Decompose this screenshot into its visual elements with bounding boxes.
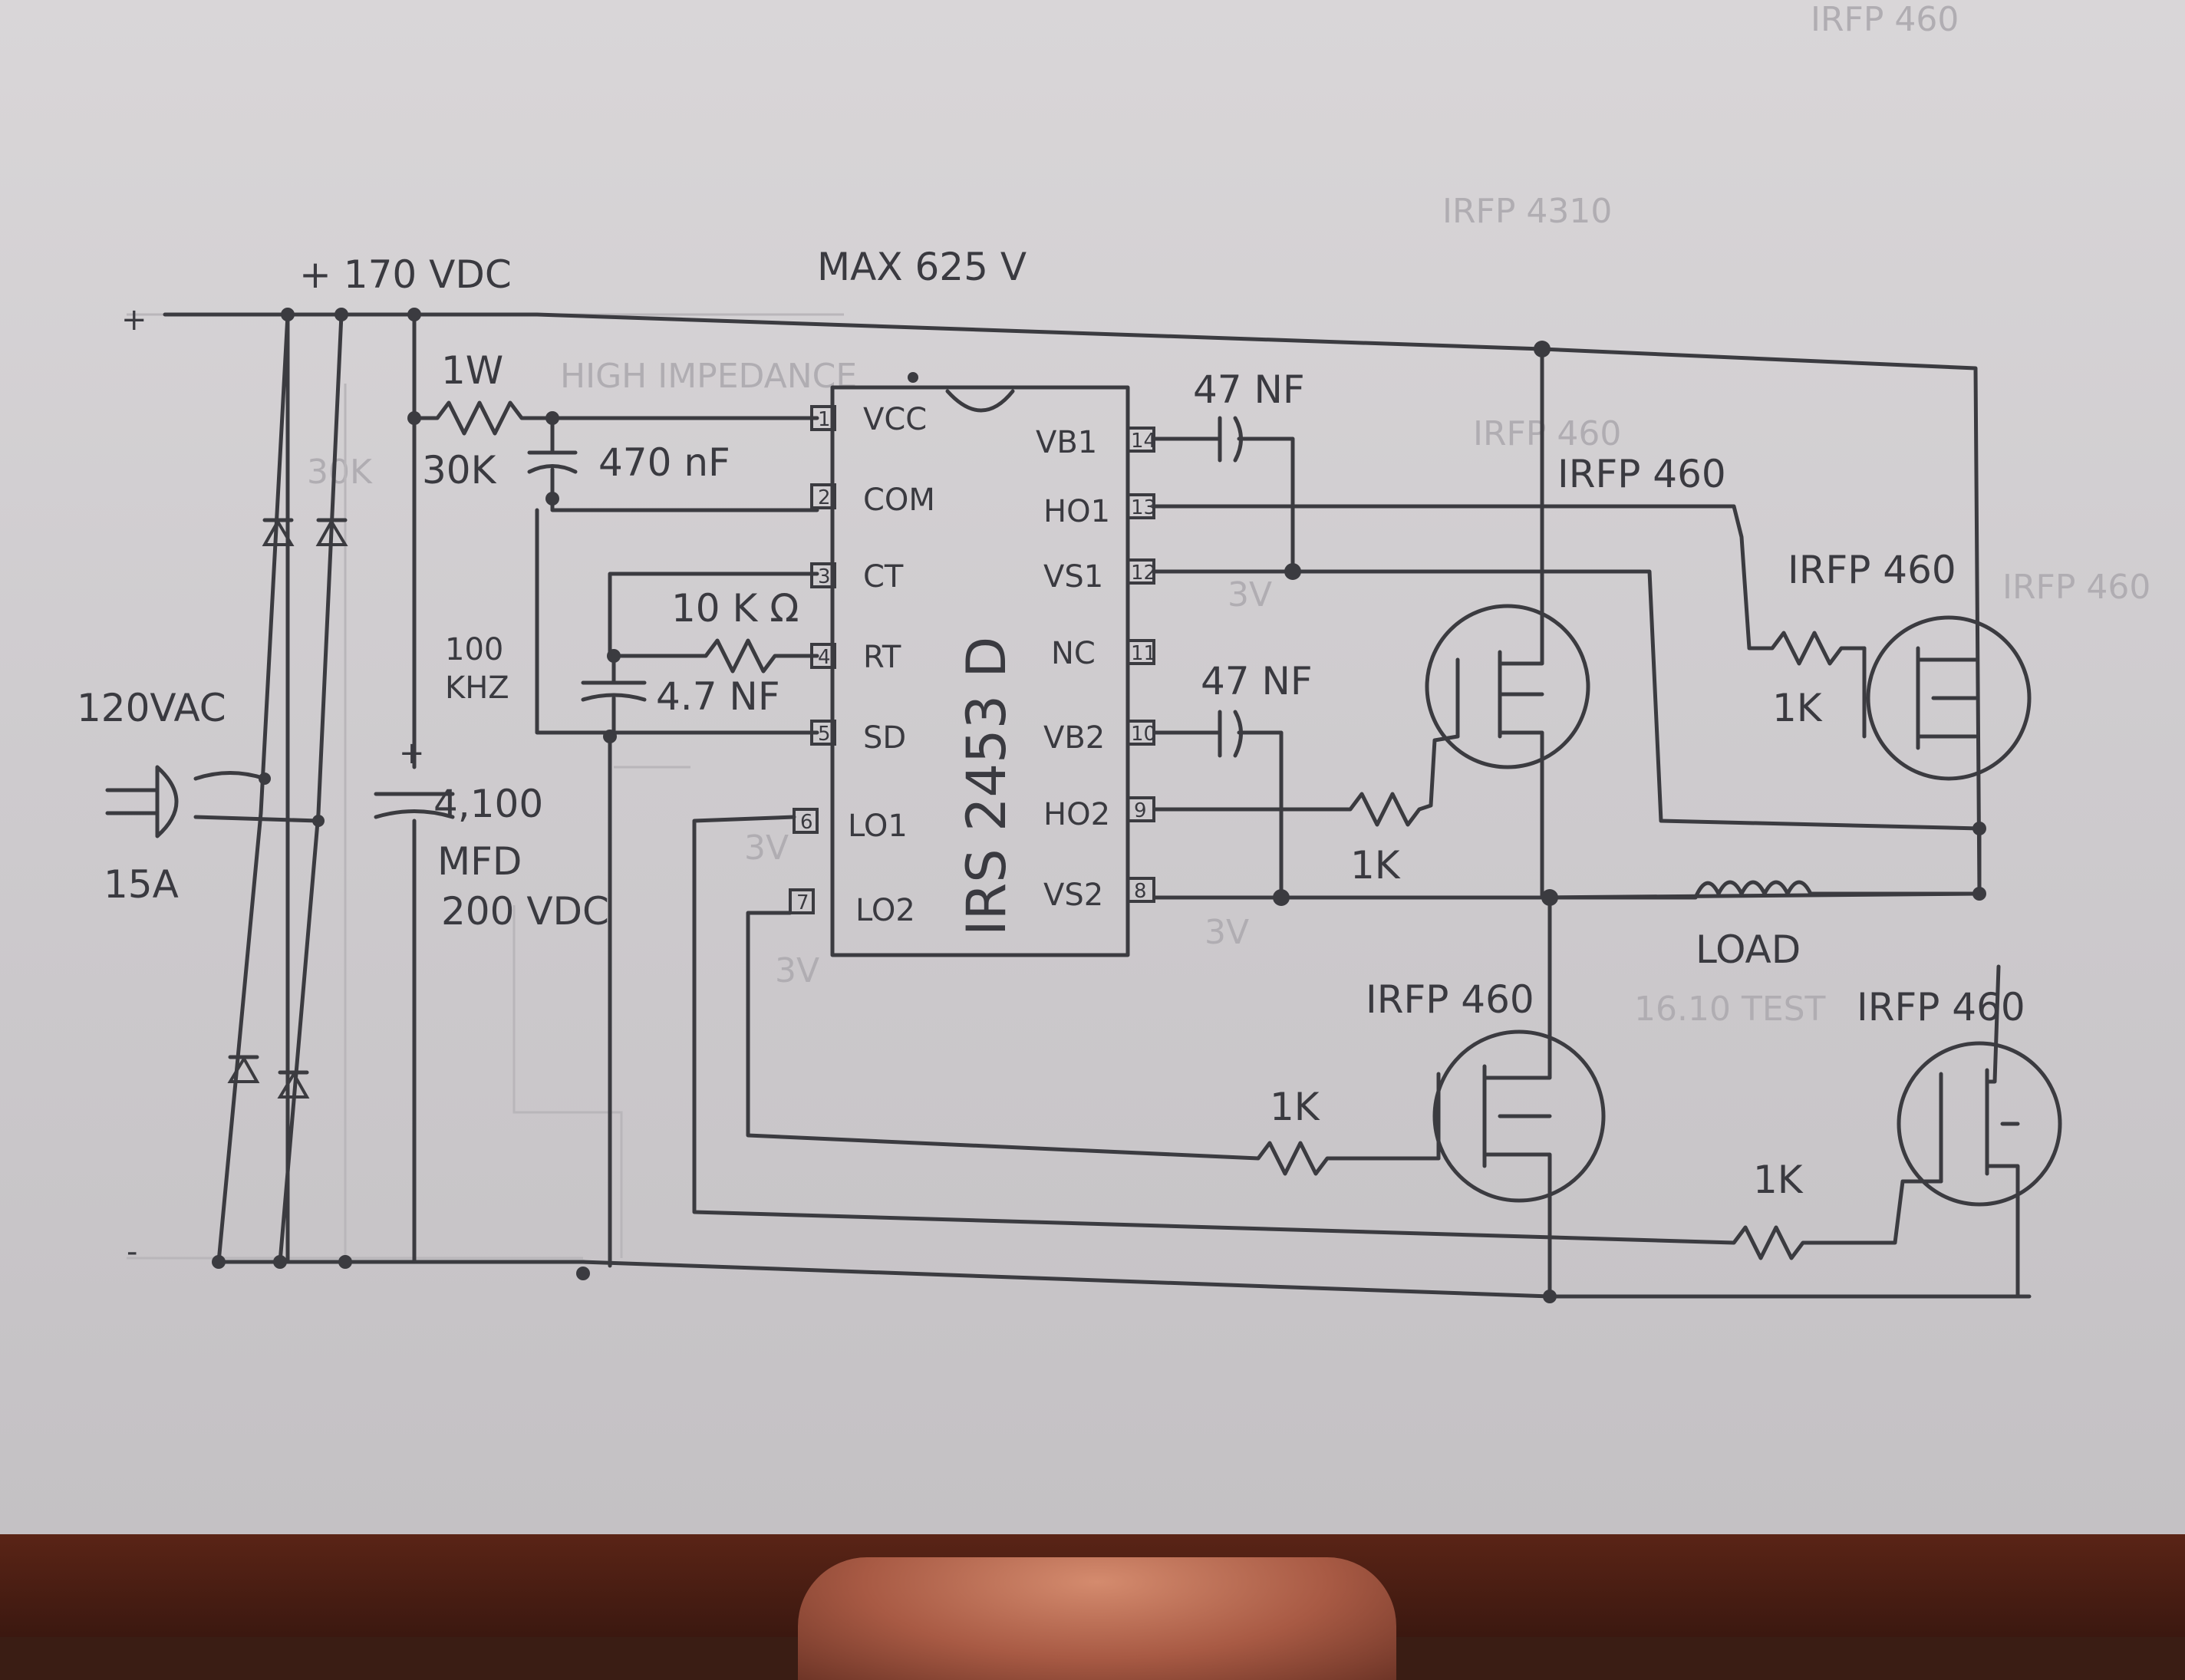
svg-text:14: 14 bbox=[1131, 430, 1156, 453]
svg-text:11: 11 bbox=[1131, 642, 1156, 665]
mosfet-q1-label: IRFP 460 bbox=[1557, 452, 1726, 496]
volt-mark-1: 3V bbox=[1228, 575, 1272, 614]
svg-text:COM: COM bbox=[863, 483, 935, 518]
bulk-capacitor bbox=[374, 792, 455, 819]
svg-text:13: 13 bbox=[1131, 496, 1156, 519]
svg-text:9: 9 bbox=[1134, 799, 1147, 822]
schematic-diagram: IRFP 460 IRFP 4310 HIGH IMPEDANCE 30K IR… bbox=[77, 0, 2150, 1303]
faint-label-irfp460-top: IRFP 460 bbox=[1811, 0, 1959, 39]
vb1-wire bbox=[1152, 416, 1295, 574]
freq-unit: KHZ bbox=[445, 670, 509, 706]
svg-text:2: 2 bbox=[818, 486, 831, 509]
mosfet-q2 bbox=[1862, 615, 2032, 781]
svg-text:VB2: VB2 bbox=[1043, 720, 1105, 756]
negative-rail bbox=[216, 1260, 2032, 1299]
ct-wire bbox=[608, 572, 819, 674]
mosfet-q4-label: IRFP 460 bbox=[1857, 985, 2025, 1029]
svg-text:4: 4 bbox=[818, 646, 831, 669]
bridge-wire-right bbox=[278, 312, 344, 1264]
timing-cap-label: 4.7 NF bbox=[656, 674, 780, 719]
vcc-resistor-power: 1W bbox=[441, 348, 503, 393]
svg-text:10: 10 bbox=[1131, 723, 1156, 746]
mug-object bbox=[798, 1557, 1396, 1680]
svg-text:1: 1 bbox=[818, 408, 831, 431]
faint-label-irfp4310: IRFP 4310 bbox=[1442, 192, 1612, 231]
mosfet-q1 bbox=[1425, 347, 1590, 900]
svg-text:CT: CT bbox=[863, 559, 904, 595]
gate-resistor-lo1-label: 1K bbox=[1753, 1158, 1804, 1202]
volt-mark-2: 3V bbox=[1205, 913, 1249, 952]
freq-value: 100 bbox=[445, 632, 503, 667]
gate-resistor-ho2-label: 1K bbox=[1350, 843, 1401, 888]
load-test-note: 16.10 TEST bbox=[1634, 990, 1826, 1029]
ic-right-pins: 14 VB1 13 HO1 12 VS1 11 NC 10 VB2 9 HO2 8 VS2 bbox=[1036, 425, 1156, 913]
vcc-resistor bbox=[412, 400, 819, 436]
bulk-cap-unit: MFD bbox=[437, 839, 522, 884]
ac-plug bbox=[105, 765, 325, 838]
faint-marks: IRFP 460 IRFP 4310 HIGH IMPEDANCE 30K IR… bbox=[127, 0, 2150, 1260]
plus-marker: + bbox=[121, 302, 147, 338]
timing-capacitor bbox=[581, 654, 647, 735]
svg-text:5: 5 bbox=[818, 723, 831, 746]
faint-note-high-impedance: HIGH IMPEDANCE bbox=[560, 357, 857, 396]
gate-resistor-lo2-label: 1K bbox=[1270, 1085, 1320, 1129]
svg-text:VB1: VB1 bbox=[1036, 425, 1097, 460]
ho2-wire bbox=[1152, 734, 1460, 827]
faint-note-30k: 30K bbox=[307, 453, 373, 492]
svg-text:6: 6 bbox=[800, 811, 813, 834]
bootstrap-cap-2-label: 47 NF bbox=[1201, 659, 1313, 703]
bulk-cap-value: 4,100 bbox=[433, 782, 543, 826]
svg-text:LO2: LO2 bbox=[855, 893, 915, 928]
volt-mark-4: 3V bbox=[775, 951, 819, 990]
ic-part-number: IRS 2453 D bbox=[955, 637, 1018, 936]
svg-text:7: 7 bbox=[796, 891, 809, 914]
svg-text:3: 3 bbox=[818, 565, 831, 588]
svg-text:NC: NC bbox=[1051, 636, 1096, 671]
svg-text:VS2: VS2 bbox=[1043, 878, 1103, 913]
svg-text:HO1: HO1 bbox=[1043, 494, 1110, 529]
bootstrap-cap-1-label: 47 NF bbox=[1193, 367, 1305, 412]
volt-mark-3: 3V bbox=[744, 828, 789, 868]
lo1-wire bbox=[692, 815, 1943, 1260]
svg-text:LO1: LO1 bbox=[848, 809, 908, 844]
svg-text:VCC: VCC bbox=[863, 402, 927, 437]
ic-package bbox=[830, 372, 1130, 957]
svg-text:12: 12 bbox=[1131, 562, 1156, 585]
bulk-cap-polarity: + bbox=[399, 736, 425, 771]
rectifier-diodes bbox=[227, 518, 348, 1099]
vcc-capacitor bbox=[527, 416, 819, 512]
vcc-resistor-value: 30K bbox=[422, 448, 497, 492]
vs1-wire bbox=[1152, 569, 1982, 896]
load-label: LOAD bbox=[1696, 927, 1801, 972]
gate-resistor-ho1-label: 1K bbox=[1772, 686, 1823, 730]
minus-marker: - bbox=[127, 1234, 137, 1270]
faint-label-irfp460-center: IRFP 460 bbox=[1473, 414, 1621, 453]
svg-text:8: 8 bbox=[1134, 880, 1147, 903]
timing-resistor-label: 10 K Ω bbox=[671, 586, 799, 631]
load-inductor bbox=[1547, 880, 1982, 900]
ho1-wire bbox=[1152, 504, 1867, 666]
lo2-wire bbox=[746, 911, 1441, 1176]
fuse-label: 15A bbox=[104, 862, 179, 907]
mosfet-q3 bbox=[1432, 895, 1606, 1299]
vcc-cap-label: 470 nF bbox=[598, 440, 730, 485]
mosfet-q2-label: IRFP 460 bbox=[1788, 548, 1956, 592]
svg-text:SD: SD bbox=[863, 720, 906, 756]
mosfet-q3-label: IRFP 460 bbox=[1366, 977, 1534, 1022]
faint-label-irfp460-right: IRFP 460 bbox=[2002, 568, 2150, 607]
svg-text:VS1: VS1 bbox=[1043, 559, 1103, 595]
svg-text:RT: RT bbox=[863, 640, 901, 675]
vb2-wire bbox=[1152, 710, 1284, 900]
bulk-cap-rating: 200 VDC bbox=[441, 889, 609, 934]
mosfet-q4 bbox=[1897, 964, 2062, 1299]
com-return bbox=[535, 508, 819, 1268]
max-voltage-label: MAX 625 V bbox=[817, 245, 1027, 289]
ic-left-pins: 1 VCC 2 COM 3 CT 4 RT 5 SD 6 LO1 7 LO2 bbox=[789, 402, 935, 928]
supply-rail-label: + 170 VDC bbox=[299, 252, 512, 297]
bridge-wire-left bbox=[216, 312, 290, 1264]
svg-text:HO2: HO2 bbox=[1043, 797, 1110, 832]
input-voltage-label: 120VAC bbox=[77, 686, 226, 730]
